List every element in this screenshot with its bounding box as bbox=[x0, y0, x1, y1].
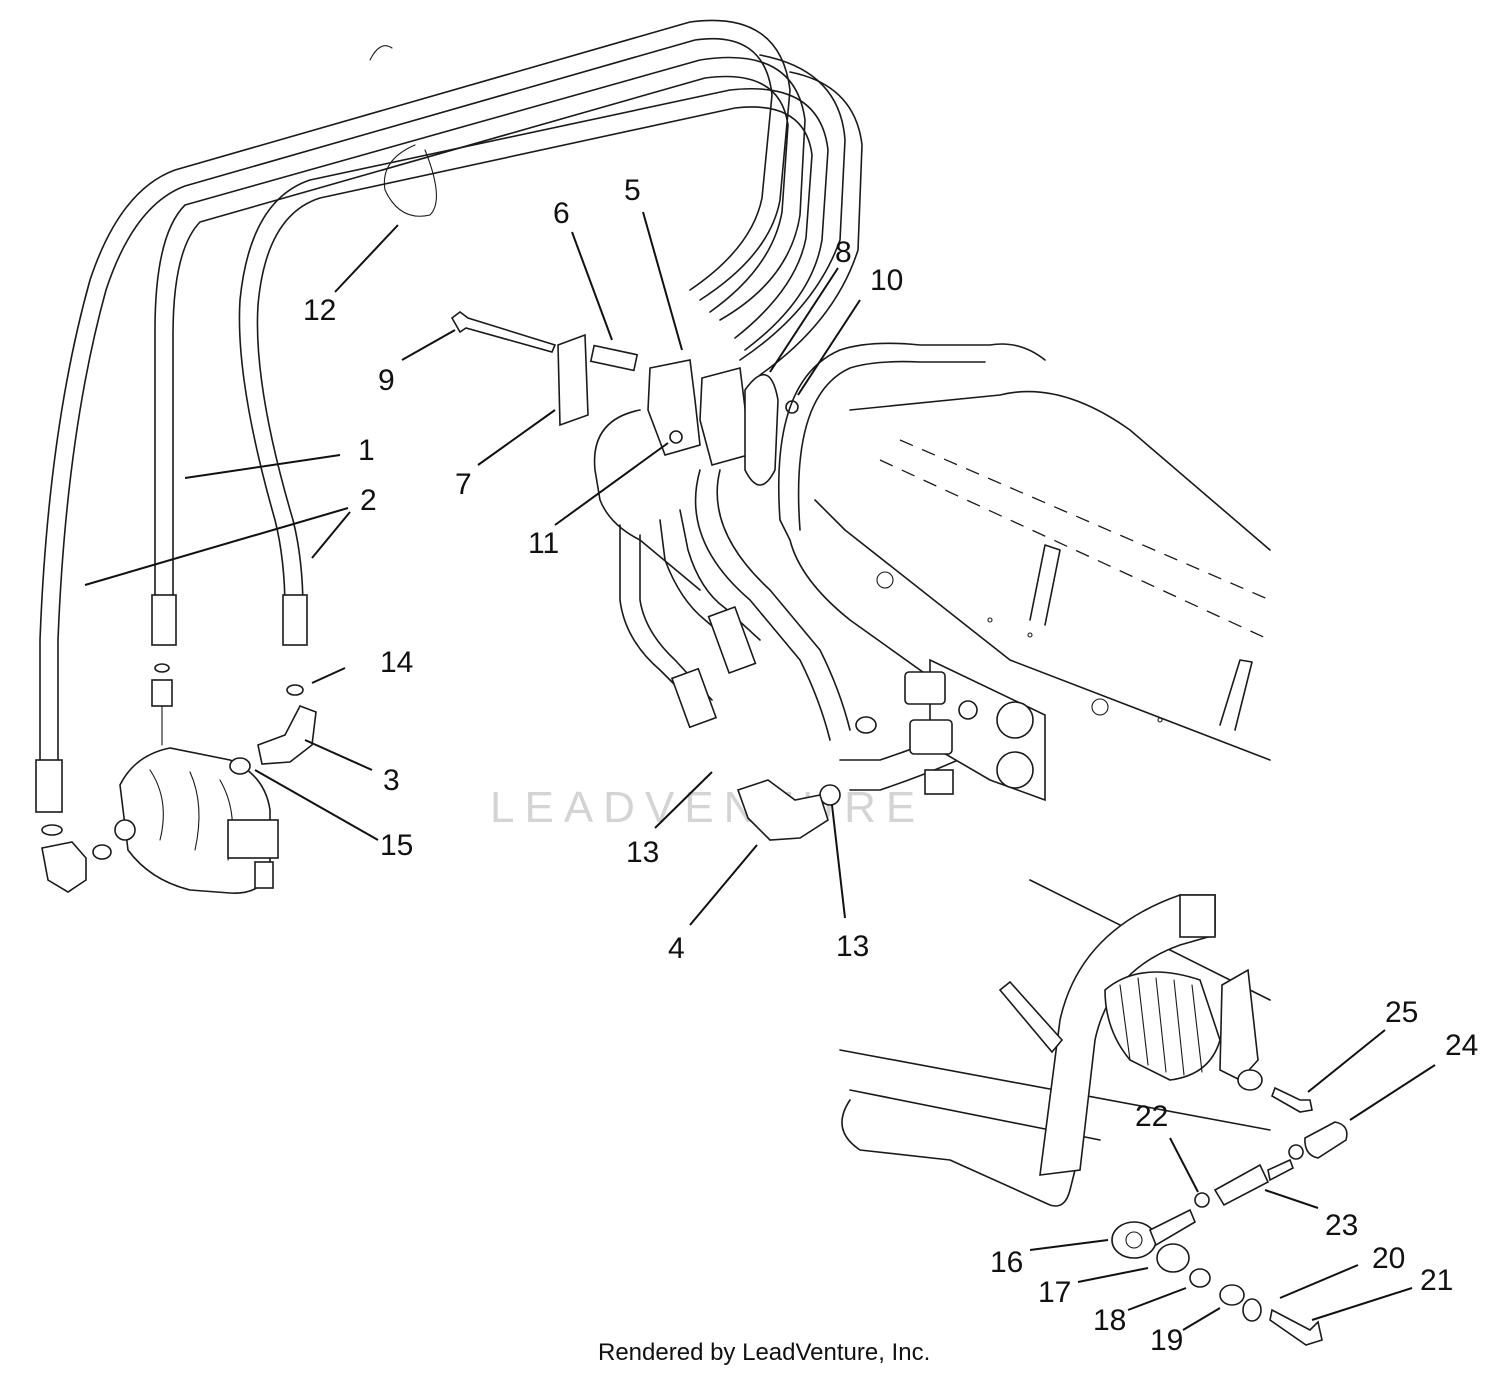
spring bbox=[1104, 971, 1221, 1081]
callout-24: 24 bbox=[1445, 1029, 1478, 1062]
callout-11: 11 bbox=[528, 527, 559, 560]
callout-17: 17 bbox=[1038, 1276, 1071, 1309]
bolt bbox=[450, 311, 557, 353]
callout-23: 23 bbox=[1325, 1209, 1358, 1242]
hose-end-fitting bbox=[282, 594, 308, 646]
clamp-half bbox=[647, 359, 701, 456]
spacer bbox=[589, 344, 639, 372]
callout-14: 14 bbox=[380, 646, 413, 679]
washer bbox=[1189, 1268, 1211, 1288]
callout-25: 25 bbox=[1385, 996, 1418, 1029]
washer bbox=[1242, 1298, 1262, 1322]
hose-end-fitting bbox=[151, 594, 177, 646]
callout-16: 16 bbox=[990, 1246, 1023, 1279]
watermark-text: LEADVENTURE bbox=[490, 783, 925, 832]
cable-tie bbox=[369, 45, 437, 217]
turnbuckle bbox=[1213, 1163, 1270, 1207]
callout-3: 3 bbox=[383, 764, 400, 797]
callout-numbers: 1 2 3 4 5 6 7 8 9 10 11 12 13 13 14 15 1… bbox=[303, 174, 1478, 1357]
elbow-fitting bbox=[257, 705, 317, 765]
callout-15: 15 bbox=[380, 829, 413, 862]
callout-10: 10 bbox=[870, 264, 903, 297]
elbow-fitting bbox=[41, 841, 87, 893]
callout-9: 9 bbox=[378, 364, 395, 397]
bolt bbox=[1269, 1308, 1323, 1346]
elbow-fitting bbox=[736, 779, 829, 841]
spacer bbox=[1219, 1284, 1245, 1306]
callout-4: 4 bbox=[668, 932, 685, 965]
hydraulic-pump bbox=[41, 663, 317, 894]
callout-21: 21 bbox=[1420, 1264, 1453, 1297]
nut bbox=[1194, 1192, 1210, 1208]
callout-2: 2 bbox=[360, 484, 377, 517]
credit-text: Rendered by LeadVenture, Inc. bbox=[598, 1339, 930, 1366]
callout-12: 12 bbox=[303, 294, 336, 327]
leader-lines bbox=[84, 211, 1436, 1331]
hydraulic-hoses bbox=[35, 19, 991, 813]
callout-7: 7 bbox=[455, 468, 472, 501]
callout-13a: 13 bbox=[626, 836, 659, 869]
handle bbox=[998, 980, 1064, 1054]
callout-8: 8 bbox=[835, 236, 852, 269]
callout-6: 6 bbox=[553, 197, 570, 230]
clamp-plate bbox=[557, 333, 589, 427]
nut bbox=[669, 430, 683, 444]
ball-joint bbox=[1304, 1121, 1348, 1159]
bolt bbox=[1271, 1086, 1313, 1113]
nut bbox=[1288, 1144, 1304, 1160]
hose-end-fitting bbox=[670, 667, 718, 729]
callout-13b: 13 bbox=[836, 930, 869, 963]
hose-end-fitting bbox=[35, 759, 63, 813]
callout-22: 22 bbox=[1135, 1100, 1168, 1133]
hose-end-fitting bbox=[707, 605, 757, 675]
mount-bracket bbox=[1219, 968, 1259, 1081]
clamp-assembly bbox=[450, 311, 799, 486]
callout-18: 18 bbox=[1093, 1304, 1126, 1337]
callout-5: 5 bbox=[624, 174, 641, 207]
linkage-hardware bbox=[1111, 1086, 1348, 1346]
mower-frame bbox=[736, 342, 1271, 1207]
clamp-plate bbox=[744, 373, 779, 486]
clamp-half bbox=[699, 366, 749, 466]
rod-end bbox=[1111, 1221, 1157, 1259]
callout-20: 20 bbox=[1372, 1242, 1405, 1275]
callout-1: 1 bbox=[358, 434, 375, 467]
callout-19: 19 bbox=[1150, 1324, 1183, 1357]
bushing bbox=[1156, 1243, 1190, 1273]
